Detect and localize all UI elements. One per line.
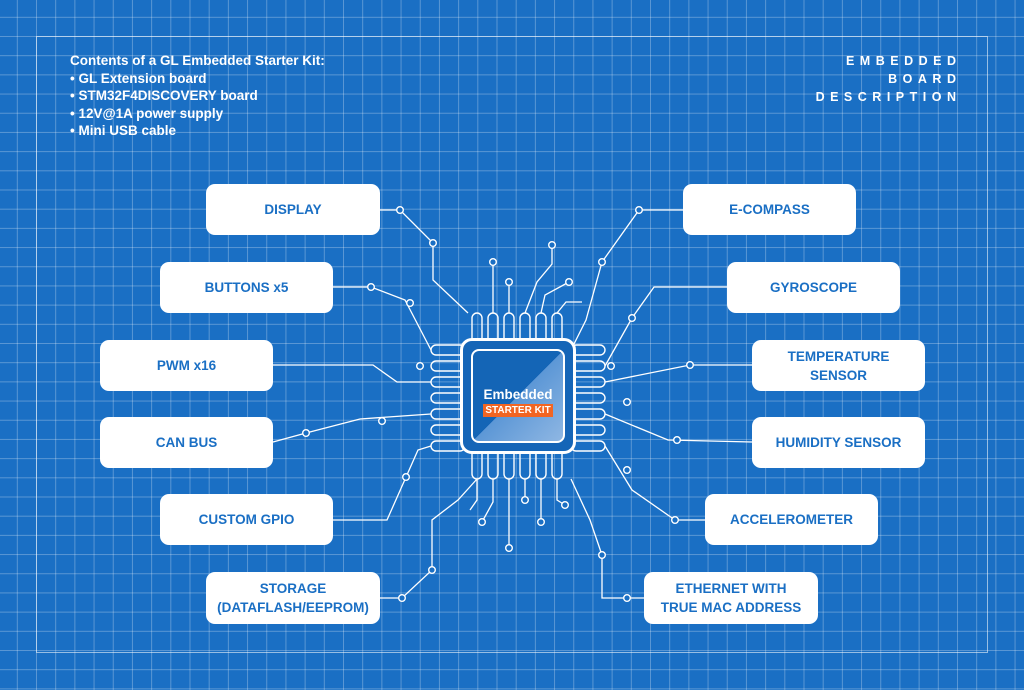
ethernet-label: ETHERNET WITH [675, 581, 787, 596]
accelerometer-label: ACCELEROMETER [729, 512, 853, 527]
accelerometer-box: ACCELEROMETER [705, 494, 878, 545]
wire-node [635, 205, 644, 214]
temperature-label: TEMPERATURE [787, 348, 890, 364]
wire [604, 286, 727, 367]
chip-pin [570, 424, 606, 436]
custom-gpio-box: CUSTOM GPIO [160, 494, 333, 545]
wire [570, 209, 683, 351]
wire [272, 413, 432, 443]
kit-item: • Mini USB cable [70, 123, 176, 138]
wire [604, 413, 753, 443]
wire-node [686, 361, 695, 370]
ethernet-sublabel: TRUE MAC ADDRESS [660, 600, 802, 615]
wire-node [429, 238, 438, 247]
chip-pin [570, 392, 606, 404]
pwm-box: PWM x16 [100, 340, 273, 391]
wire [481, 479, 494, 523]
wire [333, 445, 432, 521]
wire-node [416, 362, 425, 371]
ecompass-box: E-COMPASS [683, 184, 856, 235]
chip-tag: STARTER KIT [483, 404, 553, 417]
ethernet-box: ETHERNET WITH TRUE MAC ADDRESS [644, 572, 818, 624]
chip-pin [570, 440, 606, 452]
description-line: BOARD [888, 72, 962, 86]
kit-item: • STM32F4DISCOVERY board [70, 88, 258, 103]
wire-node [548, 240, 557, 249]
wire-node [478, 518, 487, 527]
description-title: EMBEDDED BOARD DESCRIPTION [816, 52, 956, 106]
buttons-label: BUTTONS x5 [204, 280, 289, 295]
wire-node [598, 258, 607, 267]
kit-contents: Contents of a GL Embedded Starter Kit: •… [70, 52, 325, 140]
storage-sublabel: (DATAFLASH/EEPROM) [217, 600, 369, 615]
wire [570, 478, 644, 599]
wire-node [428, 566, 437, 575]
kit-contents-heading: Contents of a GL Embedded Starter Kit: [70, 53, 325, 68]
wire-node [489, 258, 498, 267]
wire-node [402, 473, 411, 482]
wire-node [367, 283, 376, 292]
microcontroller-chip: Embedded STARTER KIT [460, 338, 576, 454]
wire [604, 445, 705, 521]
wire-node [398, 594, 407, 603]
wire [604, 364, 752, 383]
chip-face: Embedded STARTER KIT [471, 349, 565, 443]
gyroscope-box: GYROSCOPE [727, 262, 900, 313]
gyroscope-label: GYROSCOPE [769, 280, 858, 295]
pwm-label: PWM x16 [156, 358, 217, 373]
wire [380, 478, 478, 599]
wire [469, 479, 478, 511]
wire-node [302, 429, 311, 438]
wire [556, 301, 582, 314]
wire-node [505, 278, 514, 287]
wire-node [565, 278, 574, 287]
description-line: EMBEDDED [845, 54, 962, 68]
humidity-box: HUMIDITY SENSOR [752, 417, 925, 468]
storage-label: STORAGE [259, 581, 327, 596]
wire-node [623, 398, 632, 407]
wire-node [598, 551, 607, 560]
wire-node [396, 205, 405, 214]
wire-node [607, 362, 616, 371]
wire-node [521, 496, 530, 505]
display-box: DISPLAY [206, 184, 380, 235]
wire-node [505, 544, 514, 553]
chip-pin [570, 344, 606, 356]
wire-node [561, 501, 570, 510]
wire-node [378, 417, 387, 426]
chip-pin [570, 360, 606, 372]
wire-node [671, 516, 680, 525]
chip-title: Embedded [483, 387, 553, 402]
display-label: DISPLAY [264, 202, 322, 217]
kit-item: • 12V@1A power supply [70, 105, 224, 121]
can-bus-box: CAN BUS [100, 417, 273, 468]
wire [540, 281, 570, 314]
temperature-sublabel: SENSOR [809, 367, 867, 383]
wire-node [623, 594, 632, 603]
chip-pin [570, 376, 606, 388]
wire-node [623, 466, 632, 475]
humidity-label: HUMIDITY SENSOR [775, 435, 902, 450]
wire-node [406, 299, 415, 308]
wire [333, 286, 432, 351]
wire [273, 364, 431, 383]
wire-node [673, 436, 682, 445]
ecompass-label: E-COMPASS [729, 202, 810, 217]
wire [524, 245, 553, 314]
temperature-box: TEMPERATURE SENSOR [752, 340, 925, 391]
buttons-box: BUTTONS x5 [160, 262, 333, 313]
kit-item: • GL Extension board [70, 70, 207, 86]
wire-node [537, 518, 546, 527]
grid-frame [36, 36, 988, 653]
wire [380, 209, 469, 314]
custom-gpio-label: CUSTOM GPIO [198, 512, 295, 527]
chip-pin [570, 408, 606, 420]
wire [556, 479, 566, 506]
wire-node [628, 314, 637, 323]
description-line: DESCRIPTION [815, 90, 962, 104]
storage-box: STORAGE (DATAFLASH/EEPROM) [206, 572, 380, 624]
can-bus-label: CAN BUS [155, 435, 218, 450]
